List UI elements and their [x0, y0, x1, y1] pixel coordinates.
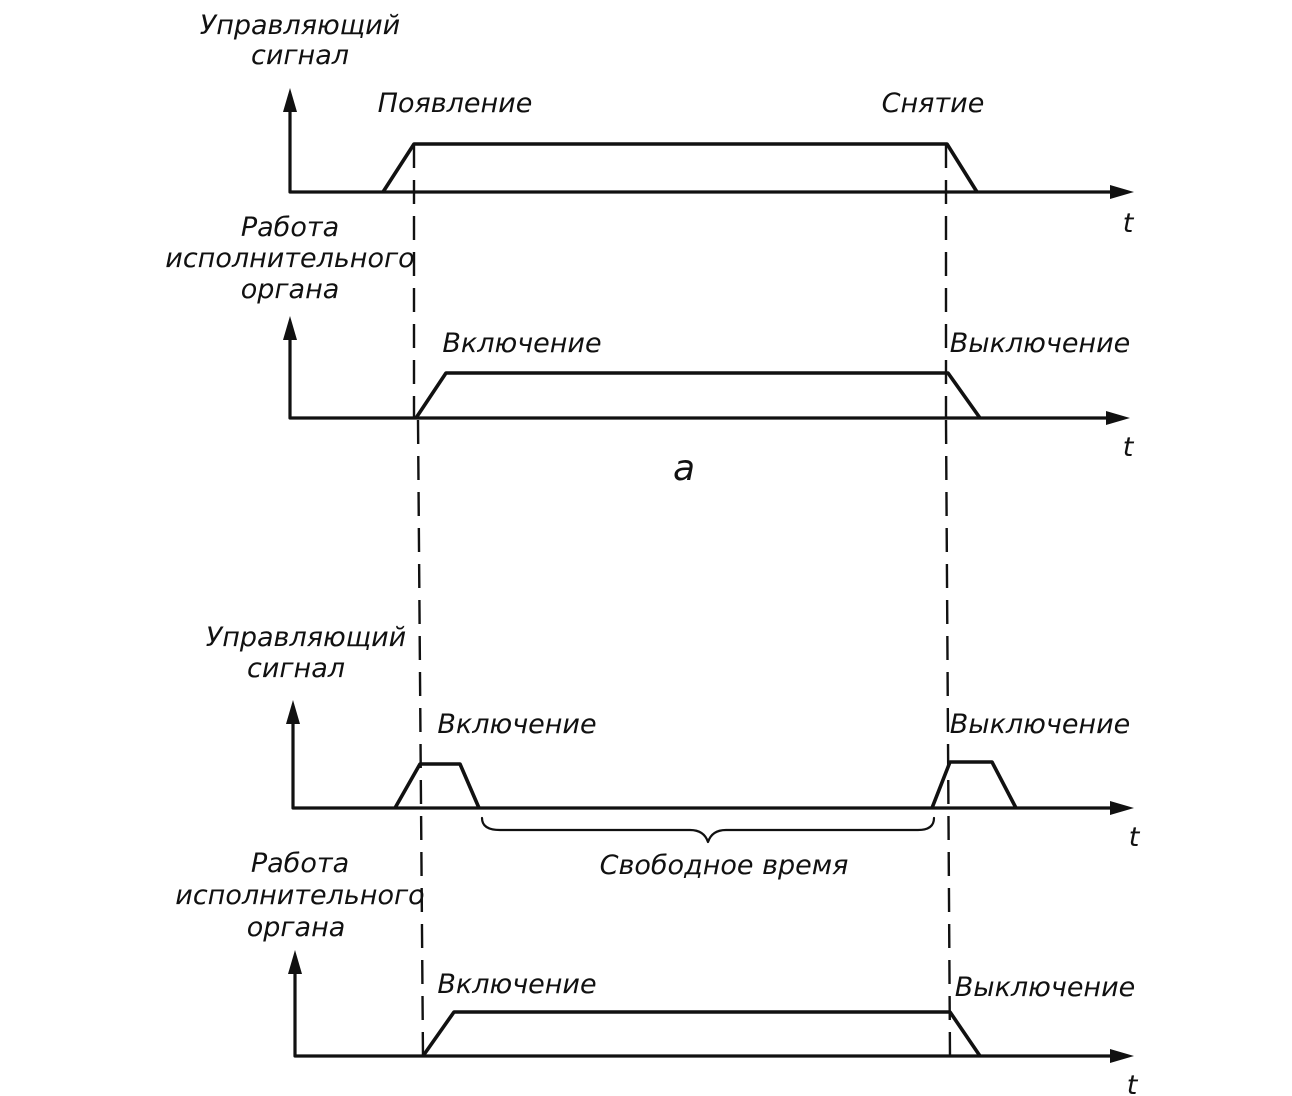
- panel-a-signal-t-label: t: [1123, 208, 1135, 239]
- panel-b-actuator-ylabel-line2: исполнительного: [175, 880, 424, 911]
- panel-a-actuator-t-label: t: [1123, 432, 1135, 463]
- panel-b-actuator-ylabel-line1: Работа: [251, 848, 349, 879]
- free-time-brace: [480, 816, 936, 844]
- panel-a-signal-y-arrow: [283, 88, 297, 112]
- panel-b-actuator-x-arrow: [1110, 1049, 1134, 1063]
- panel-b-actuator-ylabel-line3: органа: [247, 912, 346, 943]
- dash-on-line-b: [416, 419, 425, 1059]
- panel-b-signal-off-pulse: [930, 760, 1018, 809]
- panel-a-actuator-ylabel-line1: Работа: [241, 212, 339, 243]
- panel-b-signal-t-label: t: [1129, 822, 1141, 853]
- panel-b-signal-axes: [291, 720, 1124, 810]
- panel-a-actuator-x-arrow: [1106, 411, 1130, 425]
- panel-a-signal-ylabel-line1: Управляющий: [200, 10, 400, 41]
- panel-a-signal-plot: Управляющий сигнал Появление Снятие t: [200, 10, 1135, 239]
- panel-a-signal-axes: [288, 108, 1124, 194]
- panel-b-signal-ylabel-line2: сигнал: [247, 653, 345, 684]
- panel-a-signal-ylabel-line2: сигнал: [251, 40, 349, 71]
- panel-b-actuator-t-label: t: [1127, 1070, 1139, 1096]
- panel-a-signal-waveform: [381, 142, 979, 193]
- panel-a-actuator-ylabel-line3: органа: [241, 274, 340, 305]
- panel-a-actuator-y-arrow: [283, 316, 297, 340]
- panel-b-signal-off-label: Выключение: [950, 709, 1131, 740]
- panel-b-actuator-axes: [293, 970, 1124, 1058]
- panel-a-actuator-off-label: Выключение: [950, 328, 1131, 359]
- panel-a-actuator-on-label: Включение: [442, 328, 601, 359]
- panel-b-actuator-waveform: [421, 1010, 982, 1058]
- panel-b-actuator-off-label: Выключение: [955, 972, 1136, 1003]
- panel-a-signal-x-arrow: [1110, 185, 1134, 199]
- panel-a-actuator-ylabel-line2: исполнительного: [165, 243, 414, 274]
- panel-a-actuator-plot: Работа исполнительного органа Включение …: [165, 212, 1134, 463]
- panel-b-signal-on-label: Включение: [437, 709, 596, 740]
- panel-b-free-time-label: Свободное время: [600, 850, 849, 881]
- panel-a-signal-on-label: Появление: [378, 88, 533, 119]
- panel-b-signal-y-arrow: [286, 700, 300, 724]
- panel-b-signal-ylabel-line1: Управляющий: [206, 622, 406, 653]
- panel-a-caption: а: [673, 448, 695, 489]
- panel-a-actuator-waveform: [414, 371, 982, 420]
- panel-a-signal-off-label: Снятие: [882, 88, 985, 119]
- panel-a-actuator-axes: [288, 336, 1120, 420]
- panel-b-signal-plot: Управляющий сигнал Включение Выключение …: [206, 622, 1141, 881]
- panel-b-signal-on-pulse: [393, 762, 481, 809]
- panel-b-actuator-on-label: Включение: [437, 969, 596, 1000]
- panel-b-signal-x-arrow: [1110, 801, 1134, 815]
- panel-b-actuator-y-arrow: [288, 950, 302, 974]
- panel-b-actuator-plot: Работа исполнительного органа Включение …: [175, 848, 1138, 1096]
